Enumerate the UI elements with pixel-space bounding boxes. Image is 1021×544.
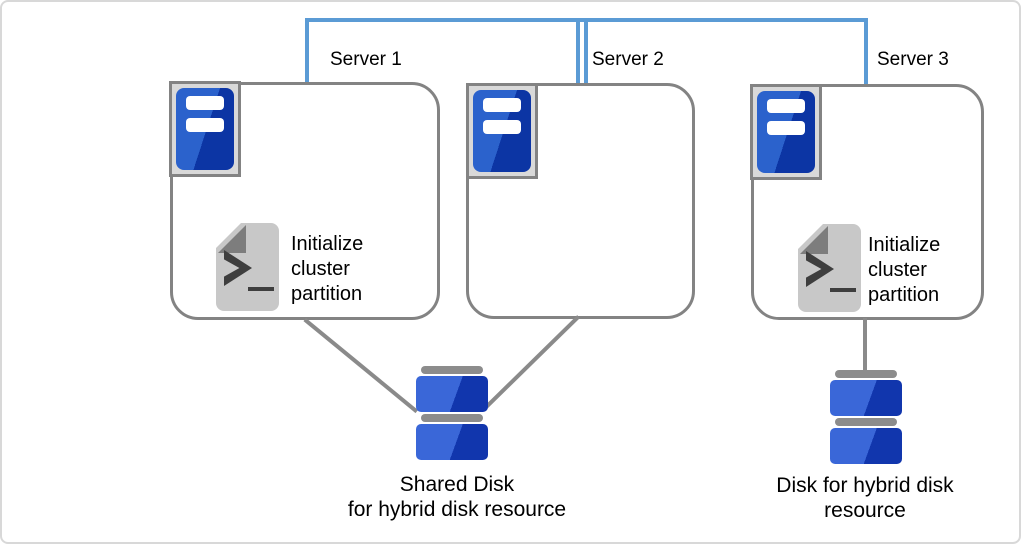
server-tower-icon <box>750 84 822 180</box>
disk-unit <box>416 376 488 412</box>
disk-unit <box>830 428 902 464</box>
terminal-cursor-icon <box>248 287 274 291</box>
network-drop-server2-left <box>576 18 580 85</box>
server3-to-disk-line <box>863 318 867 372</box>
server-tower-body <box>757 91 815 173</box>
network-drop-server3 <box>864 18 868 86</box>
disk-platter-bar <box>421 414 483 422</box>
server3-script-label: Initialize cluster partition <box>868 234 941 306</box>
server2-box <box>466 83 695 319</box>
disk-unit <box>416 424 488 460</box>
server-drive-slot <box>767 121 805 135</box>
terminal-cursor-icon <box>830 288 856 292</box>
script-file-icon <box>797 223 861 312</box>
script-file-icon <box>215 222 279 311</box>
server3-box: Initialize cluster partition <box>750 84 984 320</box>
server-tower-body <box>176 88 234 170</box>
server1-script-label: Initialize cluster partition <box>291 233 364 305</box>
hybrid-disk-icon <box>830 370 902 464</box>
hybrid-disk-label: Disk for hybrid disk resource <box>776 474 954 522</box>
shared-disk-label: Shared Disk for hybrid disk resource <box>347 473 567 521</box>
server-drive-slot <box>767 99 805 113</box>
server1-to-shared-disk-line <box>303 318 419 414</box>
server-drive-slot <box>186 118 224 132</box>
disk-platter-bar <box>835 370 897 378</box>
server-drive-slot <box>186 96 224 110</box>
network-drop-server2-right <box>584 18 588 85</box>
server3-label: Server 3 <box>877 49 949 70</box>
network-drop-server1 <box>305 18 309 84</box>
server1-label: Server 1 <box>330 49 402 70</box>
disk-unit <box>830 380 902 416</box>
server-tower-icon <box>466 83 538 179</box>
server-drive-slot <box>483 120 521 134</box>
shared-disk-icon <box>416 366 488 460</box>
disk-platter-bar <box>421 366 483 374</box>
disk-platter-bar <box>835 418 897 426</box>
server1-box: Initialize cluster partition <box>169 81 440 320</box>
server-tower-body <box>473 90 531 172</box>
server2-to-shared-disk-line <box>485 315 580 409</box>
server-tower-icon <box>169 81 241 177</box>
server2-label: Server 2 <box>592 49 664 70</box>
server-drive-slot <box>483 98 521 112</box>
